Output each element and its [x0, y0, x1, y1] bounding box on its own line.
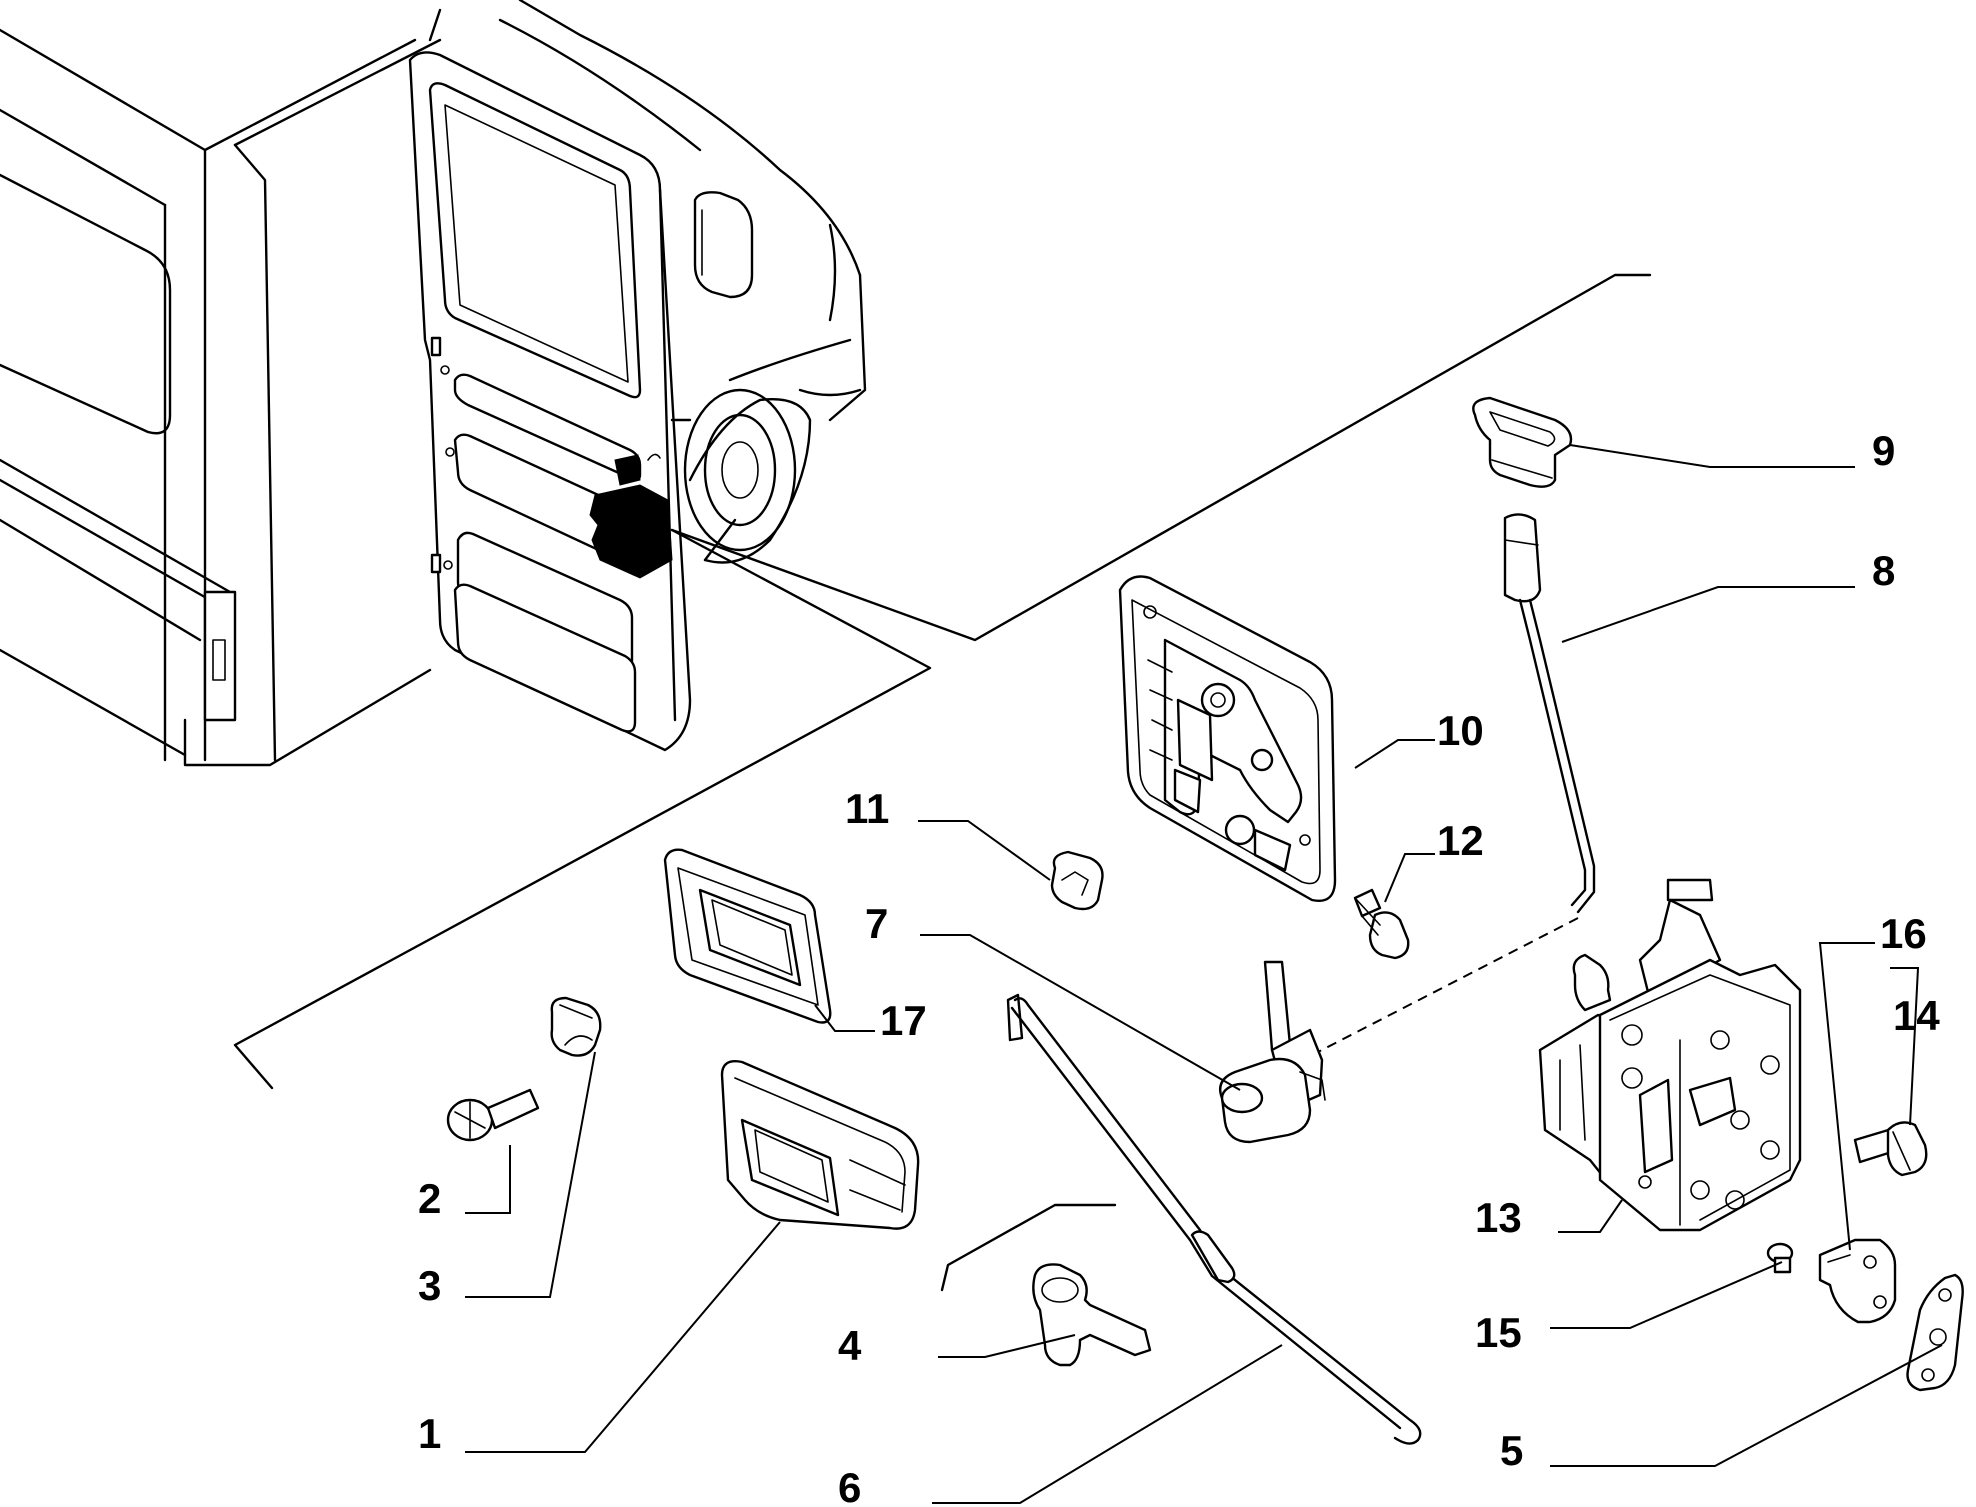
callout-1: 1 [418, 1410, 441, 1457]
leader-lines [465, 444, 1943, 1504]
callout-17: 17 [880, 997, 927, 1044]
part-7-lock-cylinder [1218, 960, 1326, 1144]
part-8-lock-rod [1503, 513, 1596, 914]
callout-3: 3 [418, 1262, 441, 1309]
part-14-bolt [1853, 1121, 1928, 1177]
callout-13: 13 [1475, 1194, 1522, 1241]
part-9-grommet [1472, 396, 1573, 488]
callout-9: 9 [1872, 427, 1895, 474]
part-3-clip [550, 996, 602, 1057]
callout-6: 6 [838, 1464, 861, 1507]
part-13-lock-body [1538, 878, 1802, 1232]
callout-2: 2 [418, 1175, 441, 1222]
callout-11: 11 [845, 785, 889, 832]
part-15-screw [1766, 1242, 1794, 1274]
callout-10: 10 [1437, 707, 1484, 754]
callout-numbers: 9 8 10 11 12 7 16 14 17 2 13 3 15 4 1 5 … [418, 427, 1940, 1507]
vehicle-overview [0, 0, 867, 767]
part-11-cap [1050, 850, 1104, 911]
part-16-bracket [1818, 1238, 1897, 1324]
part-5-plate [1906, 1273, 1964, 1392]
callout-4: 4 [838, 1322, 862, 1369]
callout-8: 8 [1872, 547, 1895, 594]
part-2-screw [446, 1088, 540, 1142]
part-6-linkage-rod [1006, 993, 1422, 1445]
callout-14: 14 [1893, 992, 1940, 1039]
part-10-inner-handle [1118, 575, 1337, 902]
callout-15: 15 [1475, 1309, 1522, 1356]
callout-12: 12 [1437, 817, 1484, 864]
callout-16: 16 [1880, 910, 1927, 957]
callout-7: 7 [865, 900, 888, 947]
part-12-bolt [1353, 888, 1410, 960]
callout-5: 5 [1500, 1427, 1523, 1474]
part-4-lever [1032, 1263, 1152, 1367]
part-1-outer-handle [720, 1060, 920, 1230]
guide-lines [233, 273, 1652, 1292]
part-17-gasket [663, 848, 832, 1024]
